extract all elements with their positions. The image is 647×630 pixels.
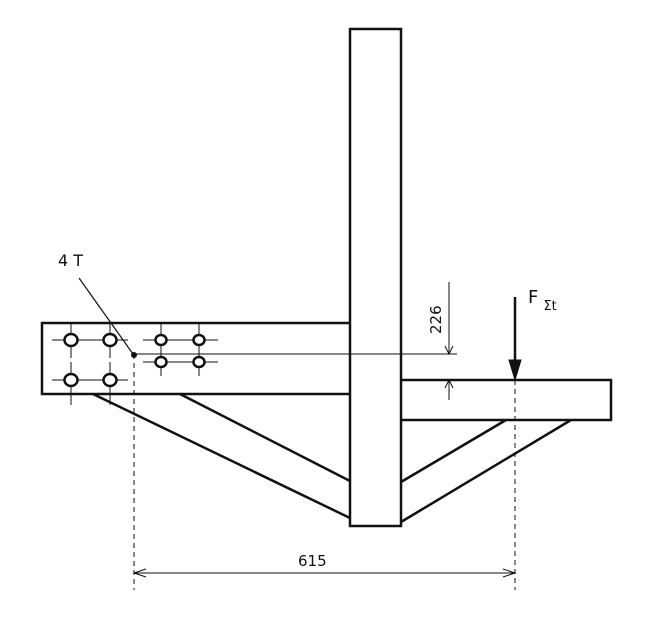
horizontal-dimension-label: 615 [298, 552, 327, 570]
bolt-hole [63, 332, 79, 348]
bolt-hole [102, 372, 118, 388]
left-beam [40, 321, 350, 396]
vertical-dimension [401, 282, 457, 400]
bolt-point-label: 4 T [58, 251, 83, 270]
vertical-column [348, 27, 403, 528]
force-subscript: Σt [543, 299, 556, 314]
bolt-hole [192, 355, 206, 369]
bolt-hole [154, 355, 168, 369]
centroid-leader [78, 277, 134, 355]
structure [40, 27, 613, 528]
right-beam [401, 378, 613, 422]
force-arrow [508, 297, 522, 590]
horizontal-dimension [132, 568, 517, 578]
bolt-hole [102, 332, 118, 348]
force-label: F Σt [528, 287, 557, 314]
vertical-dimension-label: 226 [427, 305, 445, 334]
bolt-pattern [52, 322, 218, 405]
force-symbol: F [528, 287, 538, 308]
left-brace [92, 392, 351, 520]
bolt-holes [63, 332, 206, 388]
bolt-hole [63, 372, 79, 388]
right-brace [400, 418, 572, 524]
bolt-hole [154, 333, 168, 347]
bolt-centroid [78, 277, 457, 590]
bolt-hole [192, 333, 206, 347]
